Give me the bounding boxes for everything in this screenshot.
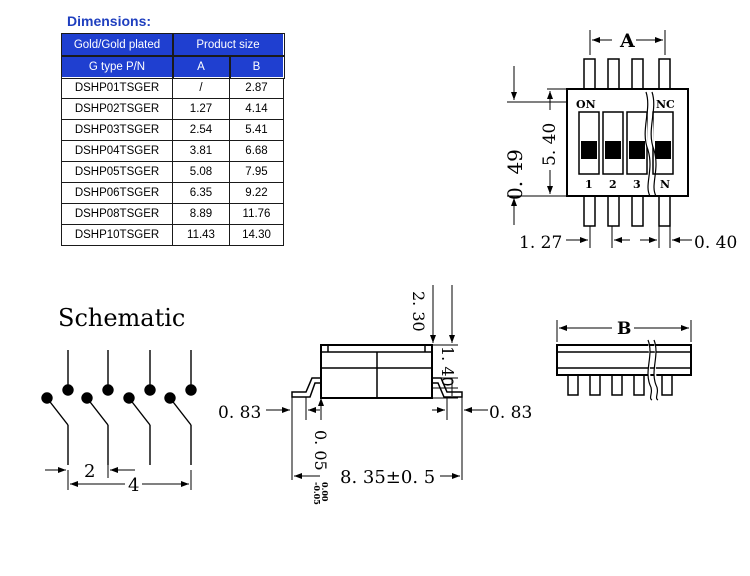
cell-pn: DSHP01TSGER — [61, 77, 173, 99]
header-product-size: Product size — [171, 32, 285, 57]
dim-4-label: 4 — [128, 475, 139, 496]
cell-pn: DSHP10TSGER — [61, 224, 173, 246]
dim-835-label: 8. 35±0. 5 — [340, 467, 435, 488]
dim-140-label: 1. 40 — [438, 346, 457, 387]
dim-a-label: A — [619, 30, 635, 52]
schematic-diagram — [41, 350, 197, 465]
cell-a: 2.54 — [172, 119, 230, 141]
table-row: DSHP01TSGER/2.87 — [61, 77, 284, 99]
dimensions-table: Gold/Gold plated Product size G type P/N… — [60, 32, 285, 246]
dim-083-left-label: 0. 83 — [218, 403, 261, 423]
cell-pn: DSHP03TSGER — [61, 119, 173, 141]
dim-005-tol-minus: -0.05 — [312, 482, 322, 505]
dim-005-tol-plus: 0.00 — [320, 482, 330, 502]
dimensions-title: Dimensions: — [67, 13, 152, 29]
dim-005-label: 0. 05 — [311, 430, 330, 471]
side-view — [266, 285, 488, 480]
cell-b: 6.68 — [229, 140, 284, 162]
cell-pn: DSHP02TSGER — [61, 98, 173, 120]
dim-049-label: 0. 49 — [503, 149, 527, 200]
dim-b-label: B — [617, 319, 631, 339]
schematic-dims — [45, 462, 192, 490]
dim-083-right-label: 0. 83 — [489, 403, 532, 423]
switch-number-3: 3 — [633, 178, 641, 191]
label-nc: NC — [656, 98, 675, 111]
schematic-title: Schematic — [58, 304, 185, 332]
header-pn-line1: Gold/Gold plated — [60, 32, 174, 57]
switch-number-1: 1 — [585, 178, 593, 191]
dim-040-label: 0. 40 — [694, 233, 737, 253]
header-pn-line2: G type P/N — [60, 54, 174, 79]
cell-b: 5.41 — [229, 119, 284, 141]
end-view — [556, 320, 692, 401]
cell-pn: DSHP08TSGER — [61, 203, 173, 225]
header-col-b: B — [228, 54, 285, 79]
label-on: ON — [576, 98, 596, 111]
cell-b: 14.30 — [229, 224, 284, 246]
label-n: N — [660, 178, 670, 191]
dim-540-label: 5. 40 — [540, 123, 560, 166]
dim-2-label: 2 — [84, 461, 95, 482]
top-view — [507, 30, 692, 248]
dim-230-label: 2. 30 — [409, 291, 428, 332]
cell-a: 1.27 — [172, 98, 230, 120]
dim-127-label: 1. 27 — [519, 233, 562, 253]
switch-number-2: 2 — [609, 178, 617, 191]
